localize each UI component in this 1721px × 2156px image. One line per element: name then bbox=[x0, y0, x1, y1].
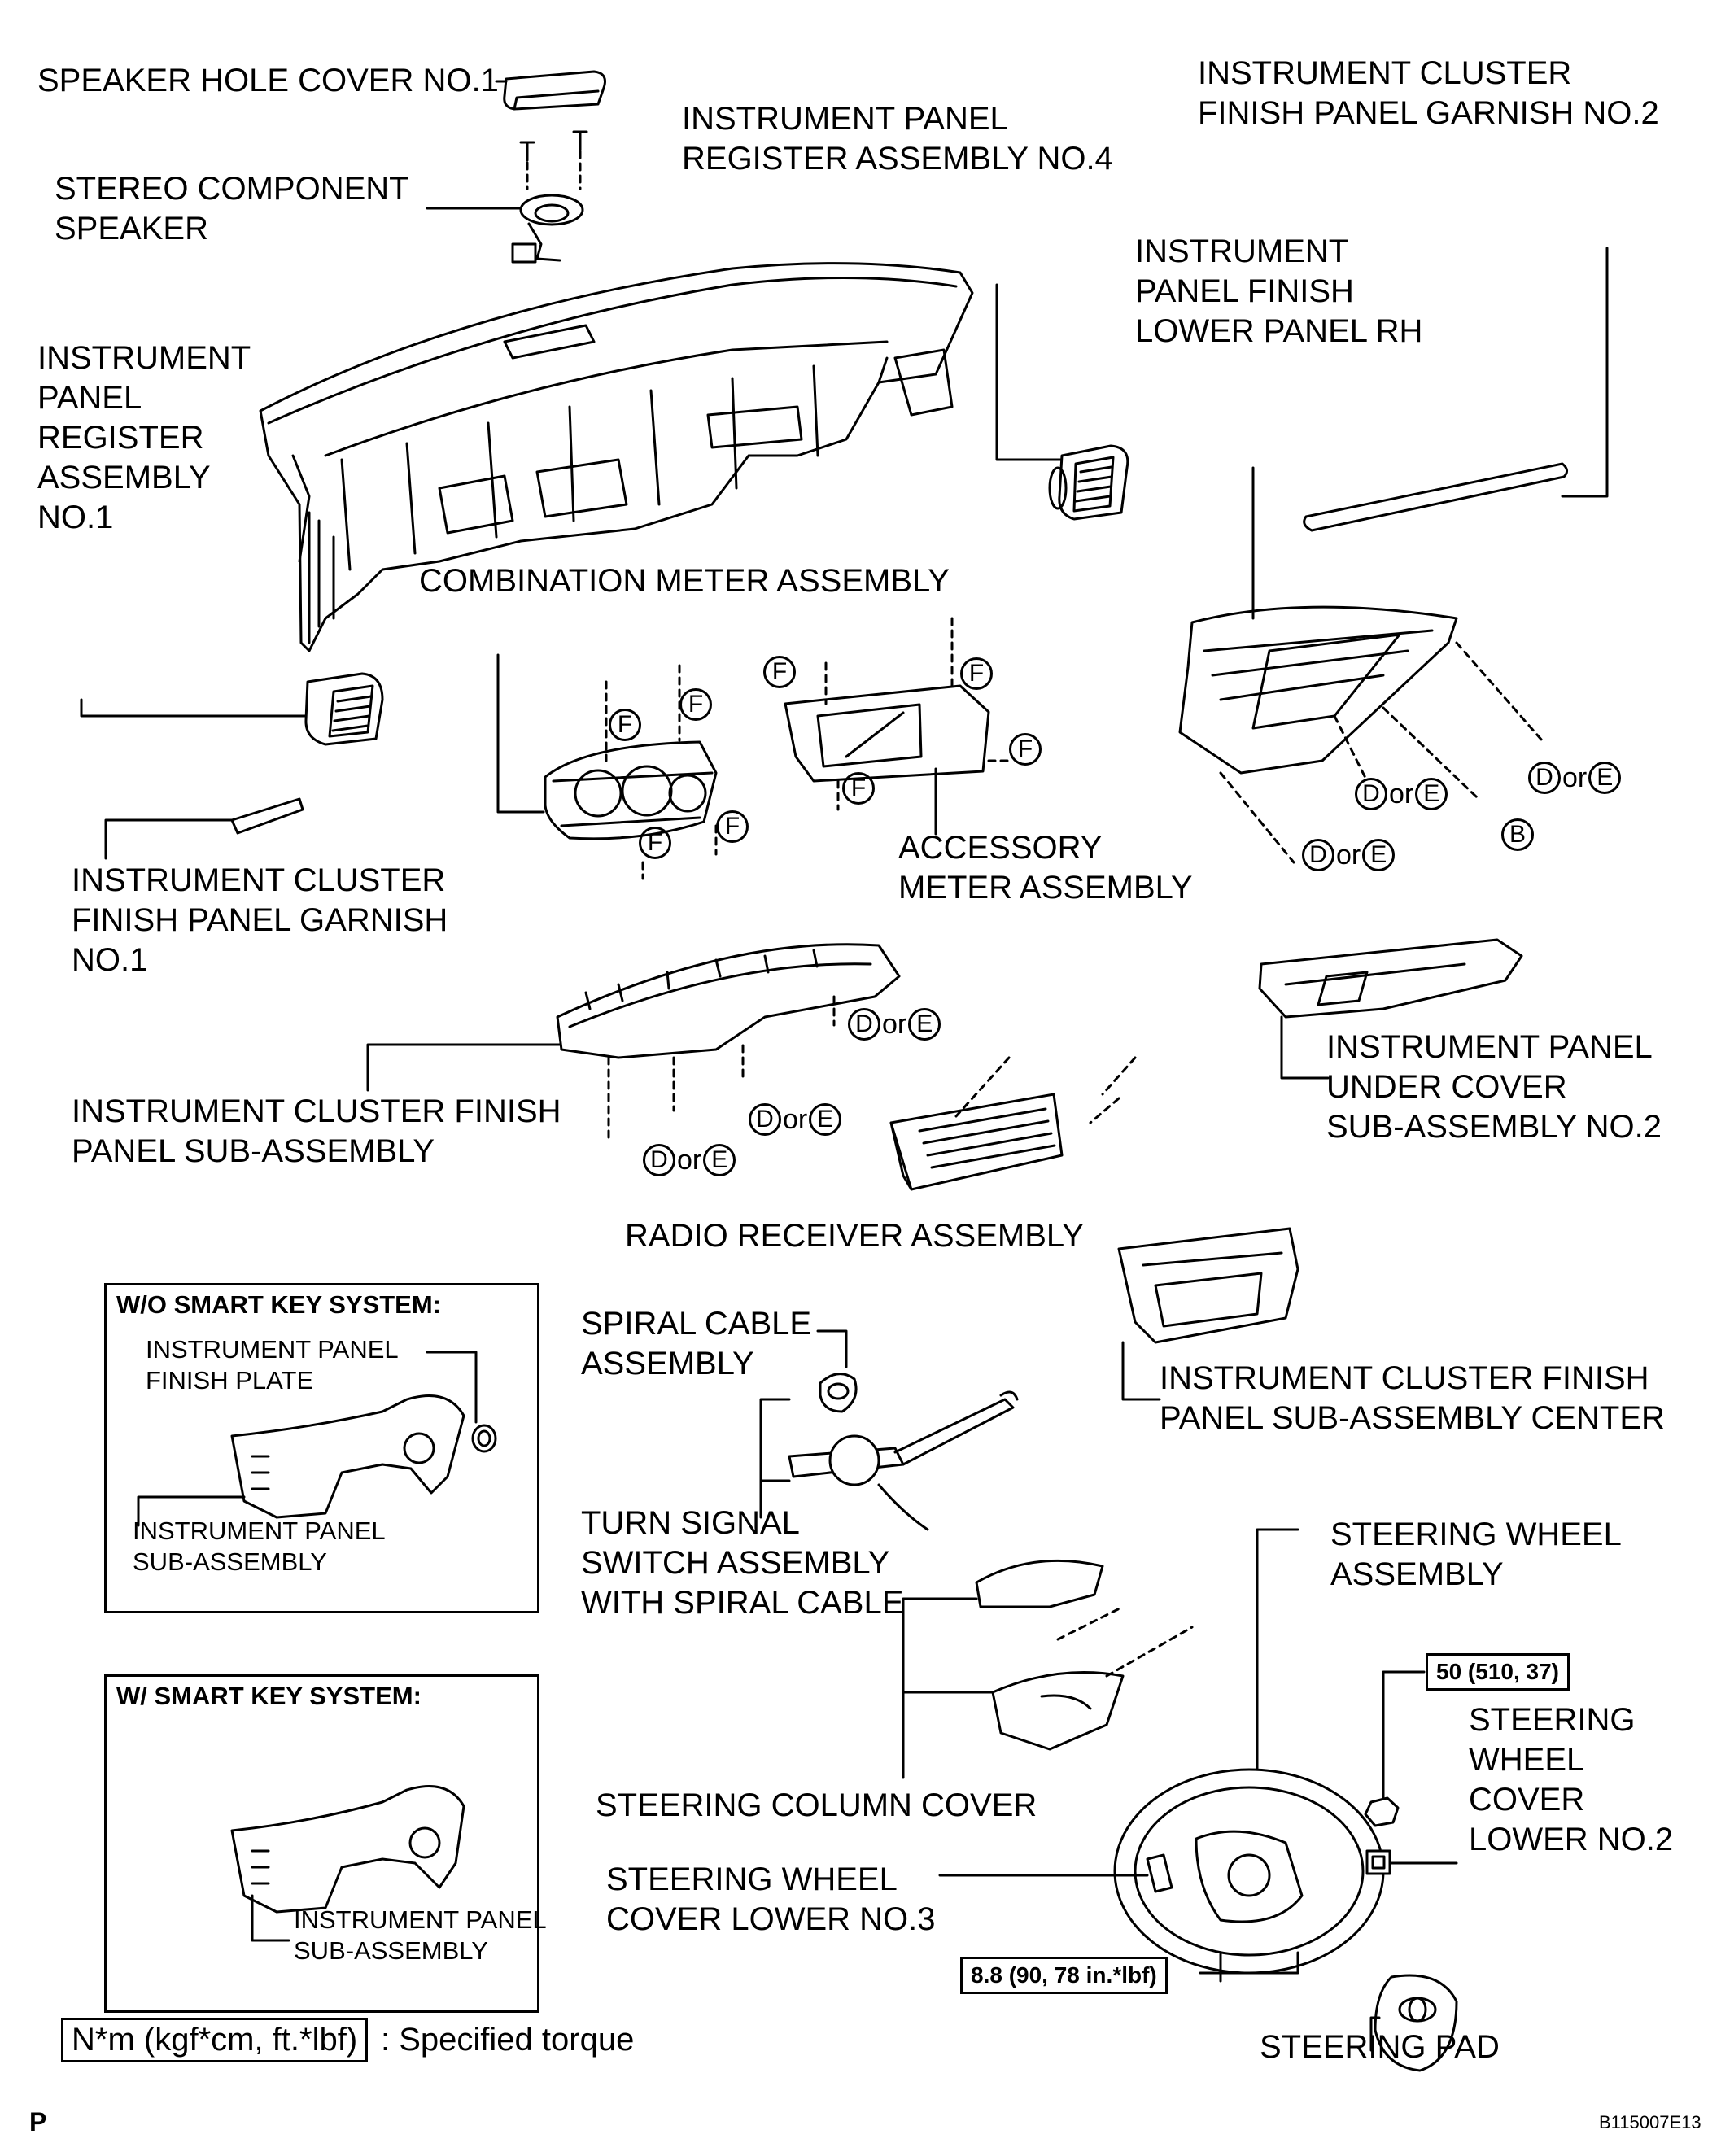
steering-column-cover-lower bbox=[991, 1671, 1125, 1751]
turn-signal-switch-part bbox=[788, 1390, 1019, 1531]
leader-register-no4 bbox=[995, 283, 1062, 461]
leader-garnish-no2 bbox=[1561, 247, 1609, 498]
lower-panel-rh-part bbox=[1178, 605, 1458, 775]
wheel-cover-no3-part bbox=[1146, 1853, 1173, 1893]
leader-spiral-cable bbox=[816, 1329, 848, 1368]
legend-torque-box: N*m (kgf*cm, ft.*lbf) bbox=[61, 2018, 369, 2062]
label-steering-pad: STEERING PAD bbox=[1260, 2029, 1500, 2065]
under-cover-no2-part bbox=[1258, 938, 1523, 1019]
combination-meter-part bbox=[544, 740, 718, 840]
leader-garnish-no1 bbox=[104, 818, 234, 860]
spiral-cable-part bbox=[819, 1373, 858, 1413]
inset-wo-panel-part bbox=[230, 1394, 465, 1519]
speaker-hole-cover-part bbox=[503, 70, 606, 111]
marker-f: F bbox=[842, 771, 875, 805]
inset-w-title: W/ SMART KEY SYSTEM: bbox=[116, 1682, 422, 1710]
lower-panel-screws bbox=[1219, 641, 1544, 864]
inset-w-panel-part bbox=[230, 1785, 465, 1914]
leader-combination-meter bbox=[496, 653, 545, 814]
marker-f: F bbox=[609, 708, 641, 742]
leader-inset-wo-panel bbox=[137, 1495, 246, 1527]
cluster-finish-panel-part bbox=[556, 943, 901, 1059]
leader-column-cover bbox=[902, 1597, 994, 1779]
leader-register-no1 bbox=[80, 698, 307, 718]
leader-torque-nut bbox=[1382, 1670, 1426, 1800]
leader-cluster-finish-panel bbox=[366, 1043, 561, 1092]
label-radio-receiver: RADIO RECEIVER ASSEMBLY bbox=[625, 1218, 1084, 1254]
garnish-no2-part bbox=[1303, 462, 1568, 532]
cluster-finish-center-part bbox=[1117, 1227, 1299, 1344]
label-steering-column-cover: STEERING COLUMN COVER bbox=[596, 1787, 1037, 1823]
leader-torque-screw bbox=[1199, 1951, 1299, 1983]
wheel-cover-no2-part bbox=[1365, 1849, 1391, 1875]
leader-steering-pad bbox=[1369, 2016, 1381, 2052]
marker-f: F bbox=[960, 657, 993, 691]
register-no1-part bbox=[304, 672, 384, 746]
label-speaker-hole-cover: SPEAKER HOLE COVER NO.1 bbox=[37, 63, 499, 98]
cluster-finish-screws bbox=[607, 995, 836, 1145]
stereo-speaker-part bbox=[511, 194, 584, 264]
legend-torque-text: : Specified torque bbox=[381, 2022, 635, 2058]
torque-box-nut: 50 (510, 37) bbox=[1426, 1653, 1570, 1691]
steering-wheel-part bbox=[1113, 1768, 1385, 1975]
garnish-no1-part bbox=[230, 797, 304, 835]
leader-turn-signal bbox=[759, 1398, 791, 1519]
marker-f: F bbox=[716, 810, 749, 844]
label-combination-meter: COMBINATION METER ASSEMBLY bbox=[419, 563, 950, 599]
leader-steering-wheel bbox=[1256, 1528, 1299, 1771]
marker-f: F bbox=[679, 687, 712, 722]
leader-inset-w-panel bbox=[251, 1894, 290, 1942]
marker-b: B bbox=[1501, 818, 1534, 852]
radio-receiver-part bbox=[889, 1093, 1064, 1191]
accessory-meter-screws bbox=[824, 617, 1011, 811]
steering-nut bbox=[1364, 1796, 1400, 1827]
marker-f: F bbox=[763, 655, 796, 689]
page-mark: P bbox=[29, 2107, 47, 2136]
inset-wo-finish-plate bbox=[471, 1424, 497, 1453]
marker-f: F bbox=[1009, 732, 1042, 766]
column-cover-screws bbox=[1056, 1605, 1194, 1678]
leader-under-cover bbox=[1280, 1015, 1330, 1080]
steering-pad-part bbox=[1374, 1974, 1458, 2072]
marker-f: F bbox=[639, 826, 671, 860]
figure-code: B115007E13 bbox=[1599, 2112, 1701, 2132]
leader-inset-wo-plate bbox=[426, 1351, 478, 1424]
accessory-meter-part bbox=[784, 684, 990, 783]
radio-receiver-screws bbox=[954, 1056, 1137, 1124]
register-no4-part bbox=[1048, 444, 1129, 521]
leader-cluster-finish-center bbox=[1121, 1341, 1161, 1401]
instrument-panel-body bbox=[259, 262, 974, 652]
speaker-bolts bbox=[519, 130, 588, 190]
inset-wo-title: W/O SMART KEY SYSTEM: bbox=[116, 1290, 442, 1319]
steering-column-cover-upper bbox=[975, 1559, 1104, 1608]
torque-box-screw: 8.8 (90, 78 in.*lbf) bbox=[960, 1957, 1168, 1994]
